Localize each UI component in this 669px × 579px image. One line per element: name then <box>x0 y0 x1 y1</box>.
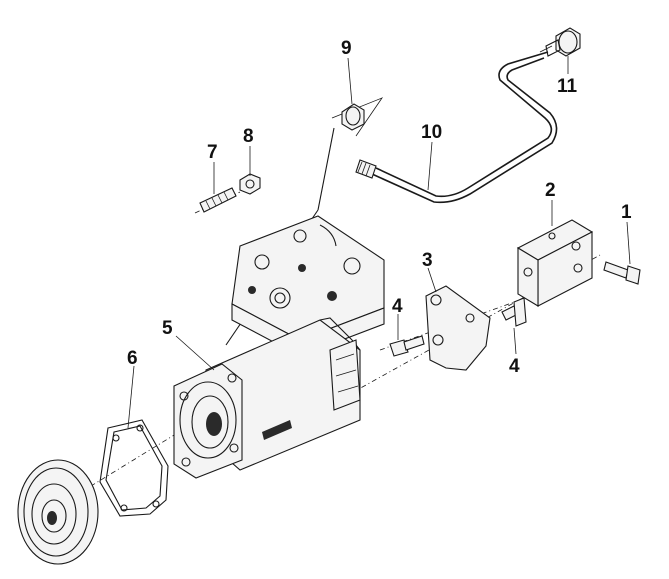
part-6-gasket <box>99 419 169 517</box>
leader-lines <box>127 56 631 429</box>
callout-labels: 1 2 3 4 4 5 6 7 8 9 10 11 <box>127 38 632 377</box>
part-7-stud <box>199 187 237 213</box>
part-10-pipe <box>355 51 558 204</box>
part-4-bolt-left <box>389 335 425 357</box>
part-3-bracket <box>425 285 491 371</box>
callout-6: 6 <box>127 348 138 369</box>
callout-4-left: 4 <box>392 296 403 317</box>
callout-8: 8 <box>243 126 254 147</box>
pulley-wheel <box>17 459 99 565</box>
part-8-nut <box>239 173 261 195</box>
callout-2: 2 <box>545 180 556 201</box>
callout-3: 3 <box>422 250 433 271</box>
callout-5: 5 <box>162 318 173 339</box>
callout-1: 1 <box>621 202 632 223</box>
part-5-compressor <box>173 215 385 479</box>
callout-11: 11 <box>557 76 578 97</box>
part-1-bolt <box>603 261 641 285</box>
callout-7: 7 <box>207 142 218 163</box>
callout-10: 10 <box>421 122 442 143</box>
part-2-block <box>516 219 594 307</box>
callout-4-right: 4 <box>509 356 520 377</box>
part-4-bolt-right <box>501 297 527 327</box>
callout-9: 9 <box>341 38 352 59</box>
